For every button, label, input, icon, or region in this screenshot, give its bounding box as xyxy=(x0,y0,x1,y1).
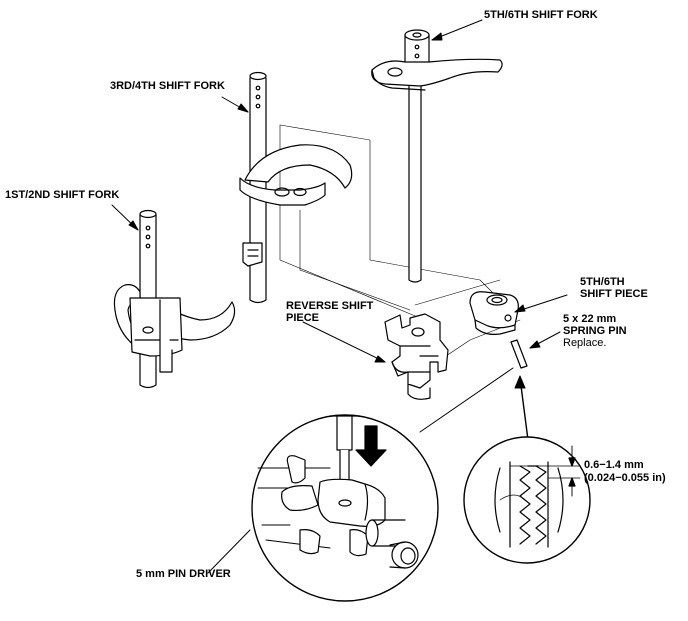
label-fork-1st-2nd: 1ST/2ND SHIFT FORK xyxy=(5,189,120,201)
shift-piece-5th-6th xyxy=(469,291,519,335)
alignment-lines xyxy=(279,124,521,361)
label-reverse-shift-piece-line1: REVERSE SHIFT xyxy=(286,300,374,312)
label-spring-pin: SPRING PIN xyxy=(563,325,627,337)
spring-pin xyxy=(510,339,528,369)
fork-5th-6th xyxy=(371,29,503,283)
fork-1st-2nd xyxy=(113,209,236,389)
fork-3rd-4th xyxy=(239,71,353,304)
reverse-shift-piece xyxy=(384,313,449,400)
label-spring-pin-replace: Replace. xyxy=(563,337,607,349)
label-fork-5th-6th: 5TH/6TH SHIFT FORK xyxy=(484,9,598,21)
label-spring-pin-size: 5 x 22 mm xyxy=(563,313,617,325)
label-shift-piece-5th-6th-line1: 5TH/6TH xyxy=(580,276,625,288)
label-pin-driver: 5 mm PIN DRIVER xyxy=(136,568,231,580)
label-depth-mm: 0.6−1.4 mm xyxy=(584,459,644,471)
label-reverse-shift-piece-line2: PIECE xyxy=(286,312,320,324)
pin-driver-detail xyxy=(251,414,439,602)
leader-lines xyxy=(111,19,568,574)
spring-pin-depth-detail xyxy=(463,436,591,564)
label-depth-in: (0.024−0.055 in) xyxy=(584,472,666,484)
label-fork-3rd-4th: 3RD/4TH SHIFT FORK xyxy=(110,80,225,92)
label-shift-piece-5th-6th-line2: SHIFT PIECE xyxy=(580,288,648,300)
